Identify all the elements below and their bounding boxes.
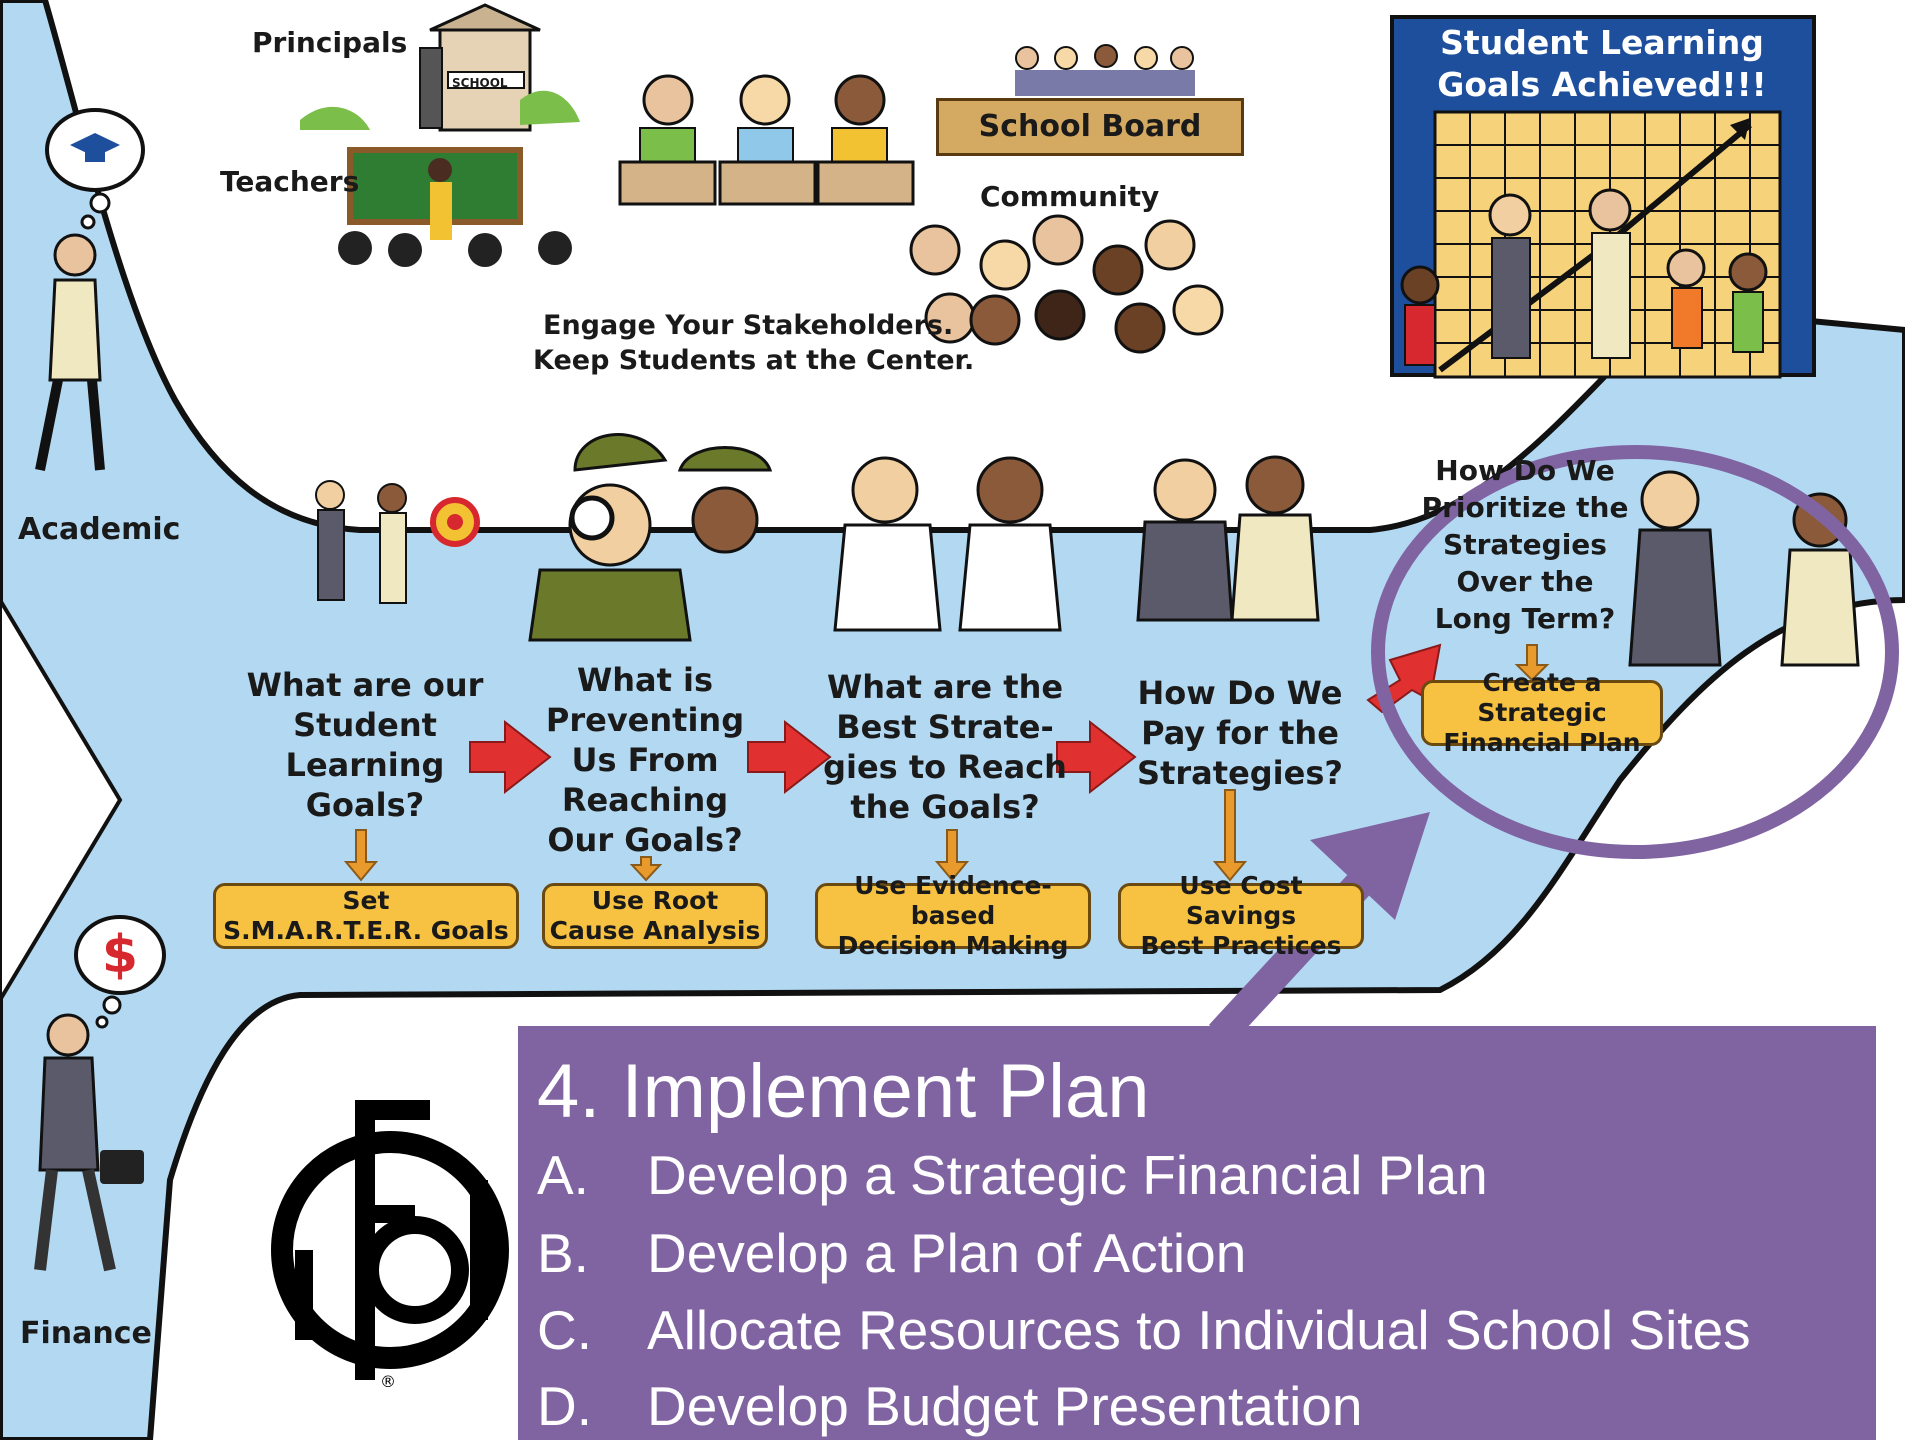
step-box-1: Set S.M.A.R.T.E.R. Goals xyxy=(213,883,519,949)
step-question-5: How Do We Prioritize the Strategies Over… xyxy=(1400,452,1650,637)
item-letter: C. xyxy=(537,1299,592,1361)
step-question-3: What are the Best Strate- gies to Reach … xyxy=(815,667,1075,827)
step-question-2: What is Preventing Us From Reaching Our … xyxy=(530,660,760,860)
question-line: Preventing xyxy=(545,701,745,739)
stakeholder-caption-line2: Keep Students at the Center. xyxy=(533,345,975,376)
question-line: What are the xyxy=(826,668,1064,706)
box-line: Decision Making xyxy=(837,931,1069,960)
item-letter: B. xyxy=(537,1222,589,1284)
detectives-illustration xyxy=(528,433,773,642)
step-arrow-1 xyxy=(469,719,552,795)
question-line: What are our xyxy=(246,666,484,704)
scientists-illustration xyxy=(833,456,1062,632)
item-text: Develop Budget Presentation xyxy=(647,1375,1363,1437)
highlight-circle xyxy=(1371,445,1899,859)
step-box-3: Use Evidence-based Decision Making xyxy=(815,871,1091,960)
question-line: Us From xyxy=(571,741,719,779)
question-line: Best Strate- xyxy=(836,708,1054,746)
celebrating-figures xyxy=(1400,188,1768,366)
question-line: Student xyxy=(293,706,437,744)
item-text: Develop a Strategic Financial Plan xyxy=(647,1144,1488,1206)
school-building-illustration xyxy=(300,3,580,132)
goals-achieved-line2: Goals Achieved!!! xyxy=(1437,65,1767,104)
banner-item-c: C. Allocate Resources to Individual Schoo… xyxy=(537,1298,1751,1362)
students-desks-illustration xyxy=(618,74,915,206)
banner-item-a: A. Develop a Strategic Financial Plan xyxy=(537,1143,1488,1207)
question-line: Reaching xyxy=(561,781,729,819)
item-text: Allocate Resources to Individual School … xyxy=(647,1299,1751,1361)
down-arrow-3 xyxy=(934,829,970,882)
box-line: Create a Strategic xyxy=(1477,668,1607,727)
step-question-1: What are our Student Learning Goals? xyxy=(240,665,490,825)
banner-title: 4. Implement Plan xyxy=(537,1049,1150,1134)
finance-label: Finance xyxy=(20,1316,152,1351)
goals-achieved-title: Student Learning Goals Achieved!!! xyxy=(1392,22,1812,106)
banner-item-b: B. Develop a Plan of Action xyxy=(537,1221,1246,1285)
box-line: Set xyxy=(342,886,390,915)
budget-people-illustration xyxy=(1136,455,1320,622)
school-sign-label: SCHOOL xyxy=(452,76,508,90)
item-letter: A. xyxy=(537,1144,589,1206)
question-line: gies to Reach xyxy=(823,748,1067,786)
finance-walker-figure xyxy=(34,1013,144,1272)
question-line: Strategies? xyxy=(1137,754,1343,792)
question-line: Goals? xyxy=(305,786,425,824)
school-board-members xyxy=(1015,44,1195,96)
svg-text:$: $ xyxy=(102,925,138,985)
step-arrow-2 xyxy=(747,719,832,795)
question-line: Strategies xyxy=(1443,528,1607,561)
principals-label: Principals xyxy=(252,26,408,59)
school-board-sign: School Board xyxy=(936,98,1244,156)
road-split-wedge xyxy=(0,596,123,1004)
question-line: Over the xyxy=(1456,565,1594,598)
item-letter: D. xyxy=(537,1375,592,1437)
community-label: Community xyxy=(980,180,1160,213)
handshake-illustration xyxy=(1628,470,1860,667)
banner-item-d: D. Develop Budget Presentation xyxy=(537,1374,1362,1438)
step-box-4: Use Cost Savings Best Practices xyxy=(1118,871,1364,960)
box-line: Financial Plan xyxy=(1443,728,1641,757)
implement-plan-banner xyxy=(518,1026,1876,1440)
chalkboard-classroom-illustration xyxy=(338,147,572,267)
dollar-sign-icon: $ xyxy=(74,915,166,1029)
down-arrow-2 xyxy=(629,856,663,882)
logo-registered-mark: ® xyxy=(380,1372,396,1391)
step-box-2: Use Root Cause Analysis xyxy=(542,883,768,949)
academic-label: Academic xyxy=(18,512,181,547)
box-line: Use Cost Savings xyxy=(1179,871,1303,930)
question-line: Learning xyxy=(285,746,445,784)
gfoa-logo xyxy=(271,1100,509,1380)
question-line: Prioritize the xyxy=(1421,491,1629,524)
question-line: the Goals? xyxy=(850,788,1040,826)
down-arrow-1 xyxy=(343,829,379,882)
question-line: Long Term? xyxy=(1434,602,1616,635)
down-arrow-4 xyxy=(1212,789,1248,882)
step-box-5: Create a Strategic Financial Plan xyxy=(1421,668,1663,757)
question-line: Our Goals? xyxy=(547,821,743,859)
question-line: How Do We xyxy=(1137,674,1343,712)
step-arrow-3 xyxy=(1056,719,1137,795)
box-line: Use Evidence-based xyxy=(854,871,1052,930)
item-text: Develop a Plan of Action xyxy=(647,1222,1247,1284)
box-line: S.M.A.R.T.E.R. Goals xyxy=(223,916,509,945)
teachers-label: Teachers xyxy=(220,165,360,198)
question-line: Pay for the xyxy=(1141,714,1339,752)
step-question-4: How Do We Pay for the Strategies? xyxy=(1115,673,1365,793)
question-line: What is xyxy=(576,661,714,699)
question-line: How Do We xyxy=(1435,454,1615,487)
box-line: Use Root xyxy=(591,886,719,915)
goals-achieved-line1: Student Learning xyxy=(1440,23,1764,62)
stakeholder-caption-line1: Engage Your Stakeholders. xyxy=(543,310,954,341)
graduation-cap-icon xyxy=(45,108,145,230)
box-line: Best Practices xyxy=(1140,931,1342,960)
down-arrow-5 xyxy=(1514,644,1550,682)
academic-walker-figure xyxy=(35,233,105,471)
community-faces xyxy=(909,214,1224,354)
box-line: Cause Analysis xyxy=(549,916,761,945)
archers-illustration xyxy=(315,480,480,604)
